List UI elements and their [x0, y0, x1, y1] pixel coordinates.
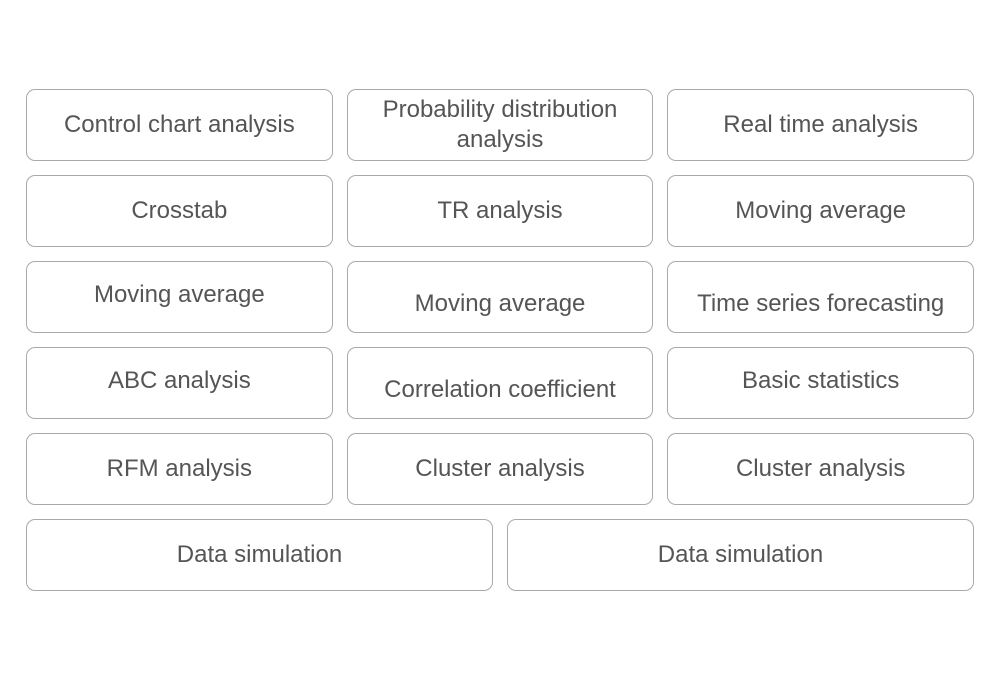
menu-row: Moving average Moving average Time serie… [26, 261, 975, 333]
moving-average-button[interactable]: Moving average [346, 261, 654, 333]
abc-analysis-button[interactable]: ABC analysis [26, 347, 333, 419]
cluster-analysis-button[interactable]: Cluster analysis [667, 433, 975, 505]
rfm-analysis-button[interactable]: RFM analysis [26, 433, 333, 505]
moving-average-button[interactable]: Moving average [26, 261, 333, 333]
crosstab-button[interactable]: Crosstab [26, 175, 333, 247]
basic-statistics-button[interactable]: Basic statistics [667, 347, 975, 419]
data-simulation-button[interactable]: Data simulation [507, 519, 974, 591]
real-time-analysis-button[interactable]: Real time analysis [667, 89, 975, 161]
probability-distribution-analysis-button[interactable]: Probability distribution analysis [346, 89, 654, 161]
analysis-menu-grid: Control chart analysis Probability distr… [26, 89, 975, 605]
tr-analysis-button[interactable]: TR analysis [346, 175, 654, 247]
data-simulation-button[interactable]: Data simulation [26, 519, 493, 591]
menu-row: ABC analysis Correlation coefficient Bas… [26, 347, 975, 419]
control-chart-analysis-button[interactable]: Control chart analysis [26, 89, 333, 161]
moving-average-button[interactable]: Moving average [667, 175, 975, 247]
menu-row: RFM analysis Cluster analysis Cluster an… [26, 433, 975, 505]
cluster-analysis-button[interactable]: Cluster analysis [346, 433, 654, 505]
menu-row: Control chart analysis Probability distr… [26, 89, 975, 161]
menu-row: Crosstab TR analysis Moving average [26, 175, 975, 247]
correlation-coefficient-button[interactable]: Correlation coefficient [346, 347, 654, 419]
menu-row: Data simulation Data simulation [26, 519, 974, 591]
time-series-forecasting-button[interactable]: Time series forecasting [667, 261, 975, 333]
